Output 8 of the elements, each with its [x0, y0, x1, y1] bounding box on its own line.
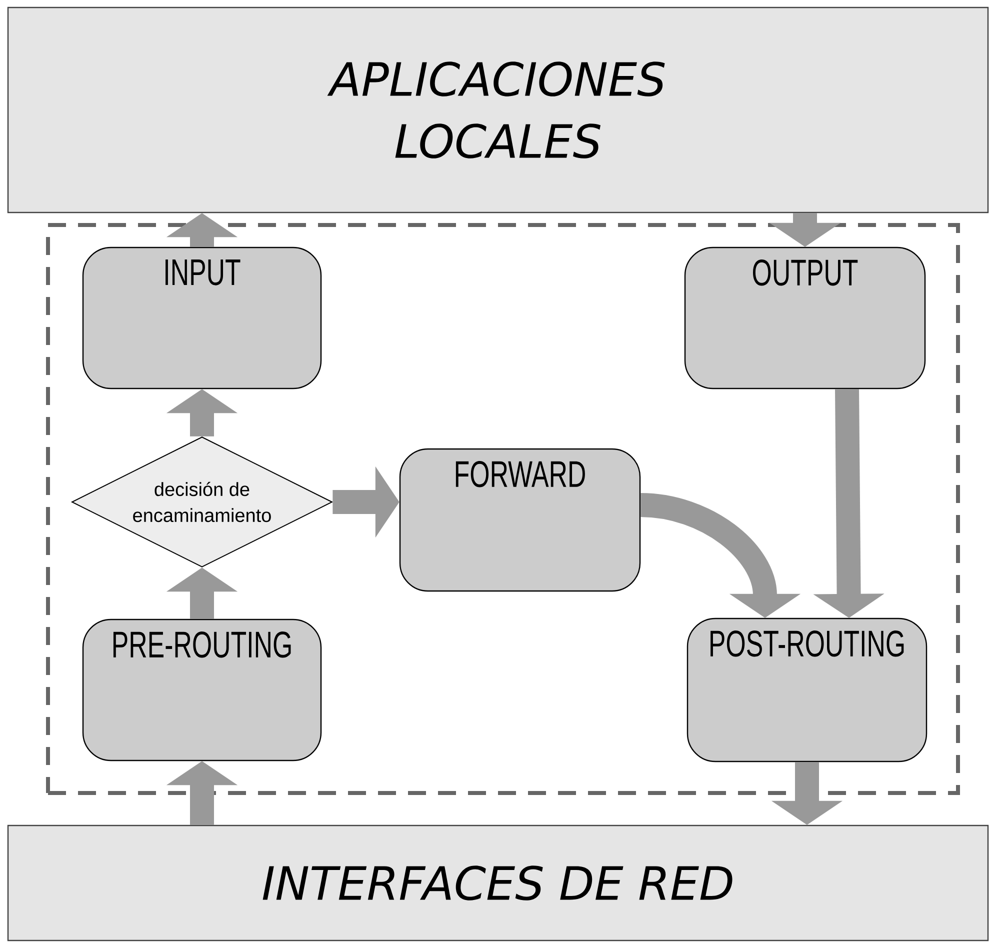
- layer-band: APLICACIONES LOCALES: [7, 6, 989, 214]
- chain-box: INPUT: [82, 246, 322, 390]
- dashed-frame: [46, 223, 960, 795]
- chain-box: PRE-ROUTING: [82, 618, 322, 762]
- chain-box: FORWARD: [399, 448, 641, 592]
- chain-box: OUTPUT: [684, 246, 926, 390]
- layer-band: INTERFACES DE RED: [7, 824, 989, 942]
- chain-box: POST-ROUTING: [686, 618, 928, 762]
